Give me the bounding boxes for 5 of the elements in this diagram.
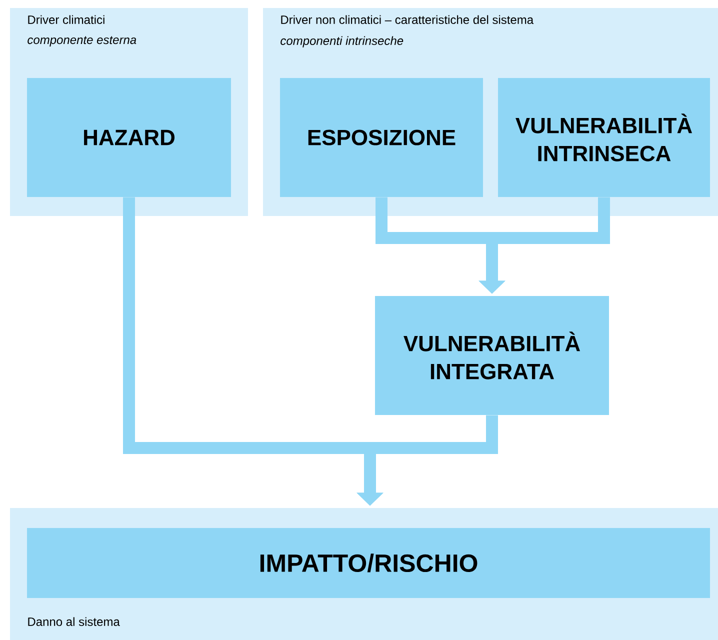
process-box: VULNERABILITÀ INTEGRATA <box>375 296 609 415</box>
process-box: ESPOSIZIONE <box>280 78 483 197</box>
process-box: HAZARD <box>27 78 231 197</box>
process-box: VULNERABILITÀ INTRINSECA <box>498 78 710 197</box>
process-box: IMPATTO/RISCHIO <box>27 528 710 598</box>
